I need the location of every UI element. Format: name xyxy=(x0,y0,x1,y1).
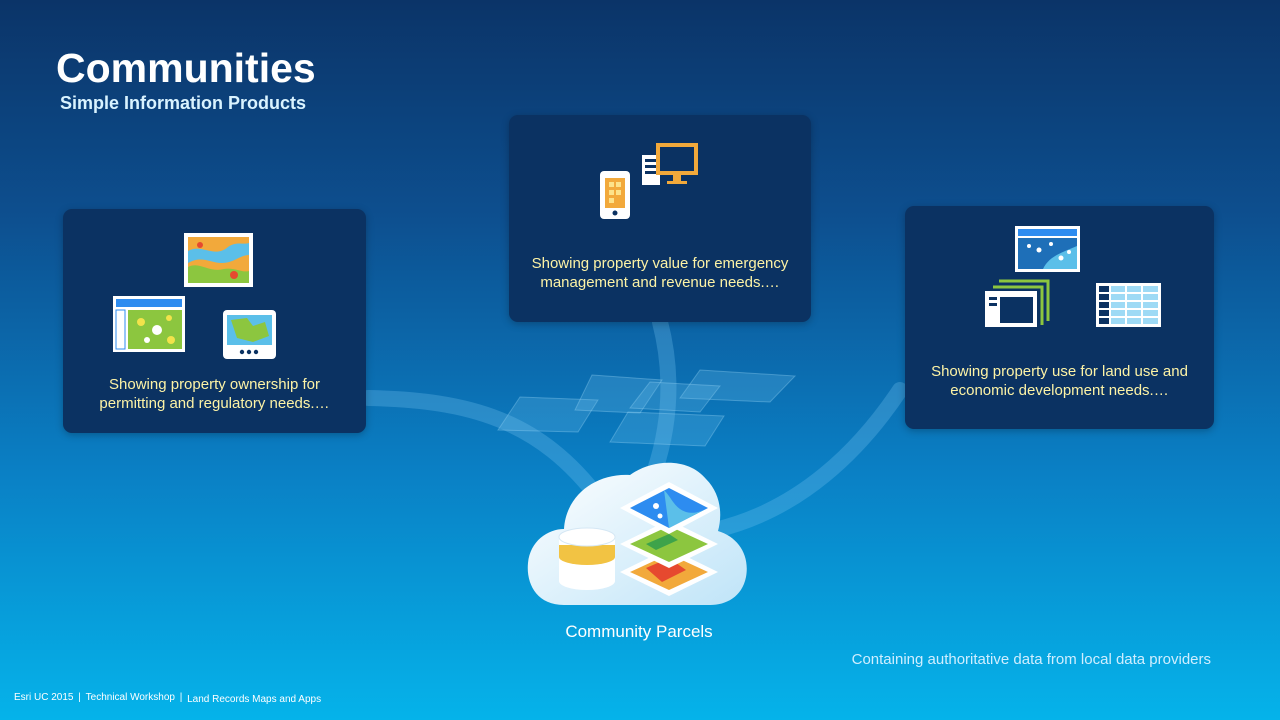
window-stack-icon xyxy=(985,279,1050,327)
footer-separator: | xyxy=(78,692,81,703)
mobile-phone-icon xyxy=(600,171,630,219)
web-map-app-icon xyxy=(113,296,185,352)
footer: Esri UC 2015 | Technical Workshop | Land… xyxy=(14,692,322,705)
value-line-1: Showing property value for emergency xyxy=(531,255,789,272)
ownership-panel: Showing property ownership for permittin… xyxy=(63,209,366,433)
footer-session: Technical Workshop xyxy=(85,692,175,703)
value-line-2: management and revenue needs.… xyxy=(540,274,780,291)
footer-event: Esri UC 2015 xyxy=(14,692,74,703)
value-panel: Showing property value for emergency man… xyxy=(509,115,811,322)
tablet-map-icon xyxy=(223,310,276,359)
web-map-icon xyxy=(1015,226,1080,272)
data-providers-note: Containing authoritative data from local… xyxy=(851,651,1211,668)
use-line-2: economic development needs.… xyxy=(950,382,1169,399)
map-icon xyxy=(184,233,253,287)
use-panel: Showing property use for land use and ec… xyxy=(905,206,1214,429)
database-icon xyxy=(558,527,616,590)
page-subtitle: Simple Information Products xyxy=(60,93,307,113)
desktop-computer-icon xyxy=(642,143,698,185)
use-description: Showing property use for land use and ec… xyxy=(905,362,1214,400)
page-title: Communities xyxy=(56,45,316,91)
table-icon xyxy=(1096,283,1161,327)
ownership-description: Showing property ownership for permittin… xyxy=(63,375,366,413)
use-line-1: Showing property use for land use and xyxy=(931,363,1188,380)
cloud-label: Community Parcels xyxy=(565,622,713,641)
ownership-line-2: permitting and regulatory needs.… xyxy=(99,395,330,412)
footer-topic: Land Records Maps and Apps xyxy=(187,694,322,705)
value-description: Showing property value for emergency man… xyxy=(509,254,811,292)
footer-separator-2: | xyxy=(179,692,183,703)
ownership-line-1: Showing property ownership for xyxy=(109,376,320,393)
map-layers-icon xyxy=(620,482,718,596)
